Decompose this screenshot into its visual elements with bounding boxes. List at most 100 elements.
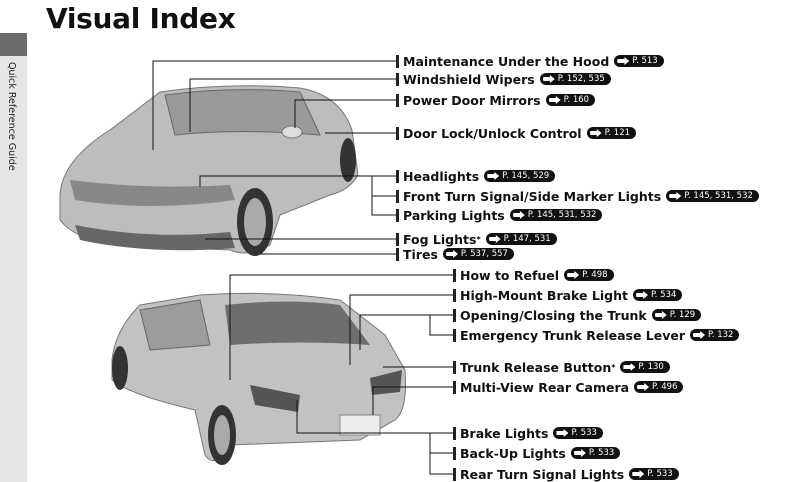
leader-marker — [396, 169, 399, 183]
page-reference-link[interactable]: P. 130 — [620, 361, 670, 373]
index-item: Emergency Trunk Release Lever P. 132 — [453, 327, 740, 343]
leader-marker — [453, 380, 456, 394]
leader-marker — [396, 93, 399, 107]
page-reference-link[interactable]: P. 160 — [545, 94, 596, 106]
leader-marker — [396, 72, 399, 86]
page-reference-link[interactable]: P. 145, 531, 532 — [666, 190, 759, 202]
index-item: Trunk Release Button* P. 130 — [453, 359, 670, 375]
arrow-right-icon — [635, 291, 648, 299]
page-reference-link[interactable]: P. 537, 557 — [442, 248, 514, 260]
arrow-right-icon — [573, 449, 586, 457]
page-title: Visual Index — [46, 2, 236, 35]
page-reference-link[interactable]: P. 145, 529 — [484, 170, 556, 182]
page-reference-link[interactable]: P. 533 — [629, 468, 679, 480]
leader-marker — [396, 126, 399, 140]
item-label: Rear Turn Signal Lights — [460, 466, 625, 482]
leader-marker — [396, 208, 399, 222]
arrow-right-icon — [548, 96, 561, 104]
page-reference-text: P. 533 — [588, 448, 615, 458]
index-item: Fog Lights*P. 147, 531 — [396, 231, 557, 247]
leader-marker — [453, 360, 456, 374]
item-label: Trunk Release Button — [460, 359, 612, 375]
side-tab-label: Quick Reference Guide — [6, 62, 17, 171]
page-reference-text: P. 132 — [708, 330, 734, 340]
index-item: Back-Up Lights P. 533 — [453, 445, 621, 461]
arrow-right-icon — [589, 129, 602, 137]
leader-marker — [453, 446, 456, 460]
page-reference-link[interactable]: P. 132 — [690, 329, 740, 341]
page-reference-text: P. 513 — [632, 56, 658, 66]
leader-marker — [453, 467, 456, 481]
leader-marker — [453, 426, 456, 440]
item-label: Door Lock/Unlock Control — [403, 125, 582, 141]
page-reference-link[interactable]: P. 513 — [614, 55, 664, 67]
page-reference-text: P. 534 — [650, 290, 677, 300]
page-reference-link[interactable]: P. 145, 531, 532 — [509, 209, 603, 221]
item-label: How to Refuel — [460, 267, 560, 283]
arrow-right-icon — [556, 429, 569, 437]
leader-lines — [152, 60, 453, 475]
leader-marker — [453, 288, 456, 302]
item-label: Windshield Wipers — [403, 71, 535, 87]
page-reference-link[interactable]: P. 129 — [651, 309, 702, 321]
arrow-right-icon — [693, 331, 706, 339]
leader-marker — [396, 189, 399, 203]
item-label: Maintenance Under the Hood — [403, 53, 610, 69]
leader-marker — [453, 268, 456, 282]
page-reference-text: P. 121 — [604, 128, 631, 138]
arrow-right-icon — [445, 250, 458, 258]
index-item: Power Door Mirrors P. 160 — [396, 92, 596, 108]
page-reference-text: P. 152, 535 — [557, 74, 605, 84]
equipment-asterisk: * — [476, 234, 481, 244]
page-reference-text: P. 537, 557 — [460, 249, 508, 259]
item-label: Front Turn Signal/Side Marker Lights — [403, 188, 662, 204]
item-label: Emergency Trunk Release Lever — [460, 327, 686, 343]
index-item: Door Lock/Unlock Control P. 121 — [396, 125, 637, 141]
arrow-right-icon — [632, 470, 645, 478]
page-reference-link[interactable]: P. 152, 535 — [539, 73, 611, 85]
front-car-illustration — [59, 85, 359, 256]
item-label: Parking Lights — [403, 207, 505, 223]
arrow-right-icon — [542, 75, 555, 83]
page-reference-text: P. 533 — [647, 469, 673, 479]
index-item: Maintenance Under the Hood P. 513 — [396, 53, 664, 69]
page-reference-link[interactable]: P. 498 — [564, 269, 614, 281]
side-tab[interactable] — [0, 56, 27, 482]
page-reference-link[interactable]: P. 147, 531 — [485, 233, 557, 245]
page-reference-text: P. 498 — [582, 270, 608, 280]
arrow-right-icon — [669, 192, 682, 200]
index-item: High-Mount Brake Light P. 534 — [453, 287, 683, 303]
page-reference-link[interactable]: P. 121 — [586, 127, 637, 139]
page-reference-link[interactable]: P. 533 — [570, 447, 621, 459]
leader-marker — [396, 247, 399, 261]
leader-marker — [396, 232, 399, 246]
item-label: Multi-View Rear Camera — [460, 379, 630, 395]
item-label: High-Mount Brake Light — [460, 287, 628, 303]
item-label: Power Door Mirrors — [403, 92, 541, 108]
arrow-right-icon — [512, 211, 525, 219]
index-item: Rear Turn Signal Lights P. 533 — [453, 466, 679, 482]
arrow-right-icon — [567, 271, 580, 279]
item-label: Brake Lights — [460, 425, 549, 441]
page-reference-link[interactable]: P. 534 — [632, 289, 683, 301]
page-reference-text: P. 129 — [669, 310, 696, 320]
page-reference-link[interactable]: P. 533 — [553, 427, 603, 439]
page-reference-text: P. 147, 531 — [503, 234, 551, 244]
page-reference-link[interactable]: P. 496 — [634, 381, 684, 393]
item-label: Headlights — [403, 168, 480, 184]
arrow-right-icon — [637, 383, 650, 391]
equipment-asterisk: * — [611, 362, 616, 372]
index-item: Multi-View Rear Camera P. 496 — [453, 379, 684, 395]
page-reference-text: P. 145, 529 — [502, 171, 550, 181]
index-item: Windshield Wipers P. 152, 535 — [396, 71, 611, 87]
index-item: Front Turn Signal/Side Marker Lights P. 1… — [396, 188, 759, 204]
item-label: Opening/Closing the Trunk — [460, 307, 647, 323]
page-reference-text: P. 130 — [638, 362, 664, 372]
index-item: Parking Lights P. 145, 531, 532 — [396, 207, 603, 223]
page-reference-text: P. 160 — [563, 95, 590, 105]
page-reference-text: P. 145, 531, 532 — [527, 210, 597, 220]
item-label: Back-Up Lights — [460, 445, 566, 461]
arrow-right-icon — [617, 57, 630, 65]
